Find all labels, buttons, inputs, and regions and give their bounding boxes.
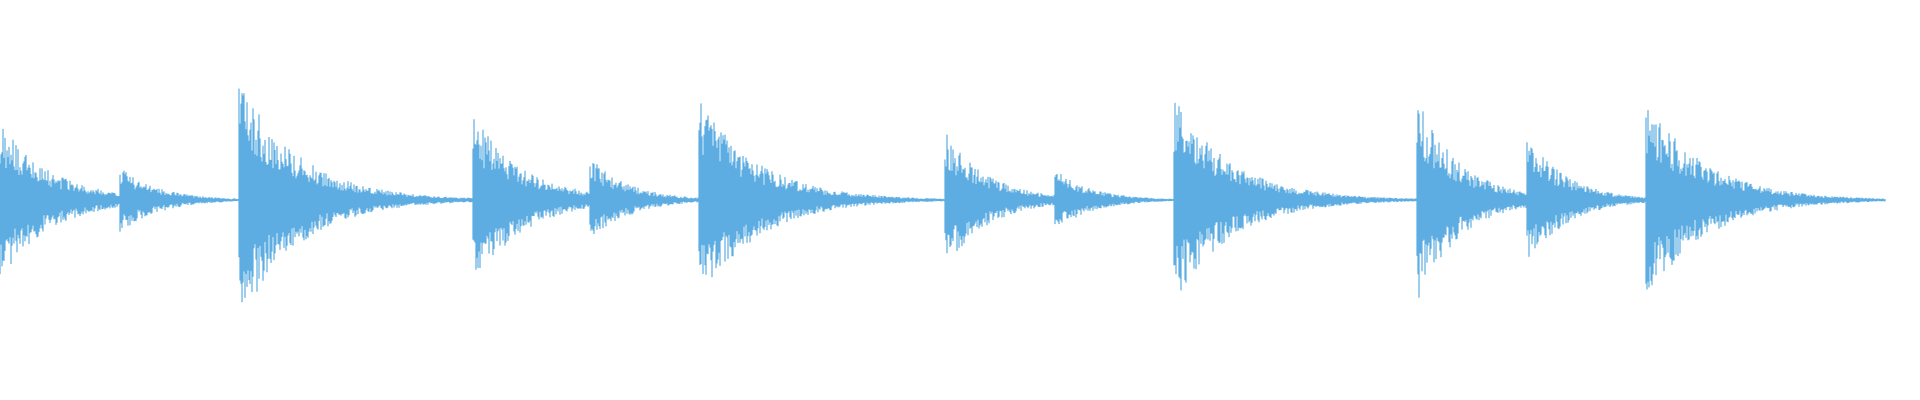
- waveform-path: [0, 88, 1886, 303]
